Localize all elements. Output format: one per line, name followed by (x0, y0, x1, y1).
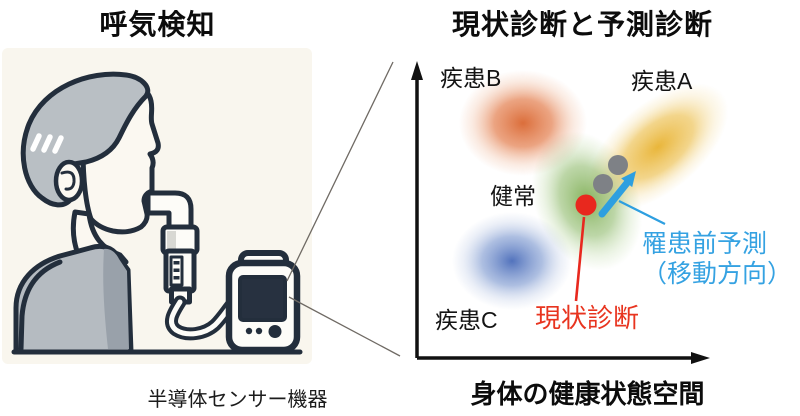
current-diagnosis-pointer-line (574, 216, 586, 302)
person-hair (20, 71, 151, 208)
cluster-blob-disease-c (452, 212, 572, 310)
prediction-label-line2: （移動方向） (642, 260, 793, 288)
device-button-small-2 (255, 327, 263, 335)
shirt-shade (103, 248, 129, 349)
predicted-point-1 (593, 174, 613, 194)
device-foot-right (271, 347, 287, 354)
predicted-point-2 (608, 155, 628, 175)
person-figure (13, 71, 161, 355)
left-panel-title: 呼気検知 (99, 9, 216, 40)
sensor-device-caption: 半導体センサー機器 (147, 389, 328, 411)
ear-inner-line (60, 170, 76, 191)
callout-line-bottom (288, 296, 401, 357)
mouthpiece-elbow (145, 190, 194, 232)
breath-mouthpiece (145, 190, 239, 341)
health-state-space-plot (411, 61, 729, 364)
cluster-label-healthy: 健常 (490, 183, 536, 209)
device-screen (238, 275, 287, 322)
cluster-label-disease-b: 疾患B (440, 65, 502, 91)
mouthpiece-collar-shade (167, 231, 176, 249)
mouthpiece-panel-stripes (173, 261, 180, 280)
right-panel-title: 現状診断と予測診断 (451, 9, 713, 40)
device-button-small-1 (245, 327, 253, 335)
device-button-large (268, 325, 282, 338)
movement-direction-arrow (598, 171, 636, 218)
prediction-label-line1: 罹患前予測 (642, 230, 768, 258)
breath-detection-illustration (2, 48, 312, 364)
arm-outline (18, 259, 63, 352)
chart-axes (411, 61, 710, 364)
callout-line-top (286, 61, 394, 282)
y-axis-arrowhead (411, 61, 423, 80)
cluster-label-disease-c: 疾患C (435, 307, 498, 333)
prediction-pointer-line (618, 200, 666, 225)
breath-tube-inner (168, 299, 235, 337)
x-axis-arrowhead (691, 352, 710, 364)
current-diagnosis-label: 現状診断 (535, 303, 640, 333)
prediction-label: 罹患前予測 （移動方向） (642, 229, 792, 289)
device-foot-left (238, 347, 254, 354)
cluster-label-disease-a: 疾患A (631, 68, 693, 94)
hair-highlight-strokes (30, 133, 64, 154)
current-state-point (575, 194, 597, 216)
x-axis-label: 身体の健康状態空間 (470, 379, 705, 409)
sensor-device (225, 250, 301, 354)
